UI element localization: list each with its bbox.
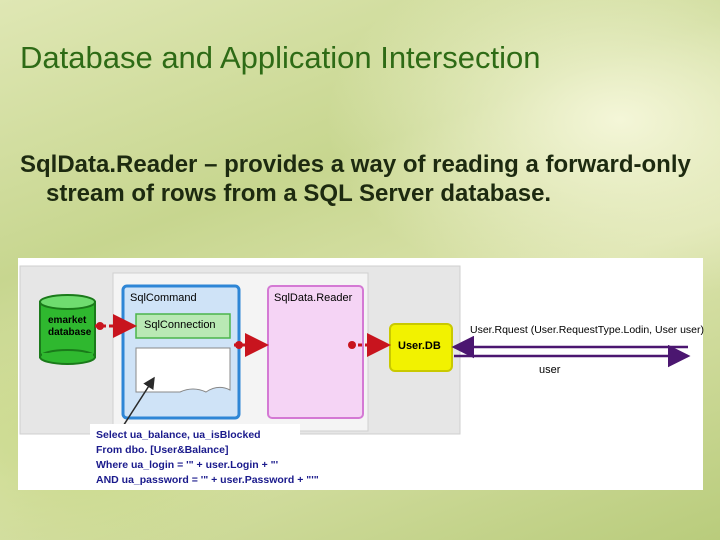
database-label: emarket database	[48, 315, 92, 338]
sql-connection-box	[135, 313, 231, 339]
request-label: User.Rquest (User.RequestType.Lodin, Use…	[470, 324, 705, 336]
sql-query-text: Select ua_balance, ua_isBlocked From dbo…	[96, 428, 319, 488]
sql-line: AND ua_password = '" + user.Password + "…	[96, 474, 319, 486]
userdb-label: User.DB	[398, 340, 441, 352]
architecture-diagram: emarket database SqlCommand SqlConnectio…	[18, 258, 705, 490]
slide-body-text: SqlData.Reader – provides a way of readi…	[20, 151, 691, 207]
sql-data-reader-label: SqlData.Reader	[274, 292, 353, 304]
command-text-note	[135, 347, 231, 393]
database-cylinder-icon	[39, 294, 96, 365]
sql-line: Select ua_balance, ua_isBlocked	[96, 429, 261, 441]
sql-line: From dbo. [User&Balance]	[96, 444, 229, 456]
diagram-graphics	[19, 265, 691, 490]
slide-title: Database and Application Intersection	[20, 40, 541, 75]
sql-text-background	[90, 424, 300, 490]
user-label: user	[539, 364, 561, 376]
sql-data-reader-box	[267, 285, 364, 419]
sql-line: Where ua_login = '" + user.Login + "'	[96, 459, 279, 471]
sql-command-label: SqlCommand	[130, 292, 197, 304]
sql-connection-label: SqlConnection	[144, 319, 216, 331]
